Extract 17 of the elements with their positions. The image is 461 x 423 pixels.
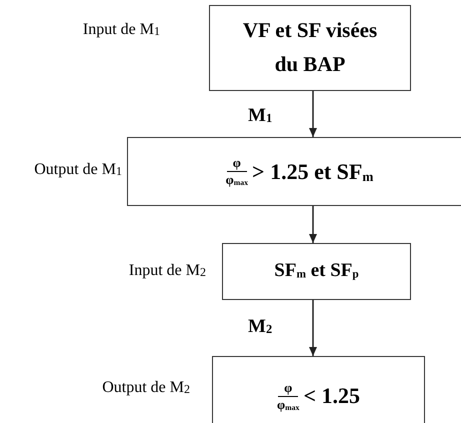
box-text: VF et SF visées du BAP (242, 17, 378, 78)
process-box (222, 243, 411, 300)
inequality-text: > 1.25 et SF$_{m}$ (252, 158, 374, 186)
process-box (209, 5, 411, 91)
stage-label: Output de M$_{1}$ (34, 161, 122, 179)
process-box (212, 356, 425, 423)
arrow (309, 91, 317, 137)
inequality-text: < 1.25 (303, 382, 360, 410)
stage-label: Input de M$_{2}$ (128, 262, 206, 280)
box-text: SF$_{m}$ et SF$_{p}$ (274, 259, 359, 284)
stage-label: Input de M$_{1}$ (82, 21, 160, 39)
stage-label: Output de M$_{2}$ (102, 379, 190, 397)
arrow (309, 206, 317, 243)
fraction: φ φ$_{max}$ (226, 155, 248, 188)
arrow (309, 300, 317, 356)
fraction: φ φ$_{max}$ (277, 380, 300, 412)
process-box (127, 137, 461, 206)
